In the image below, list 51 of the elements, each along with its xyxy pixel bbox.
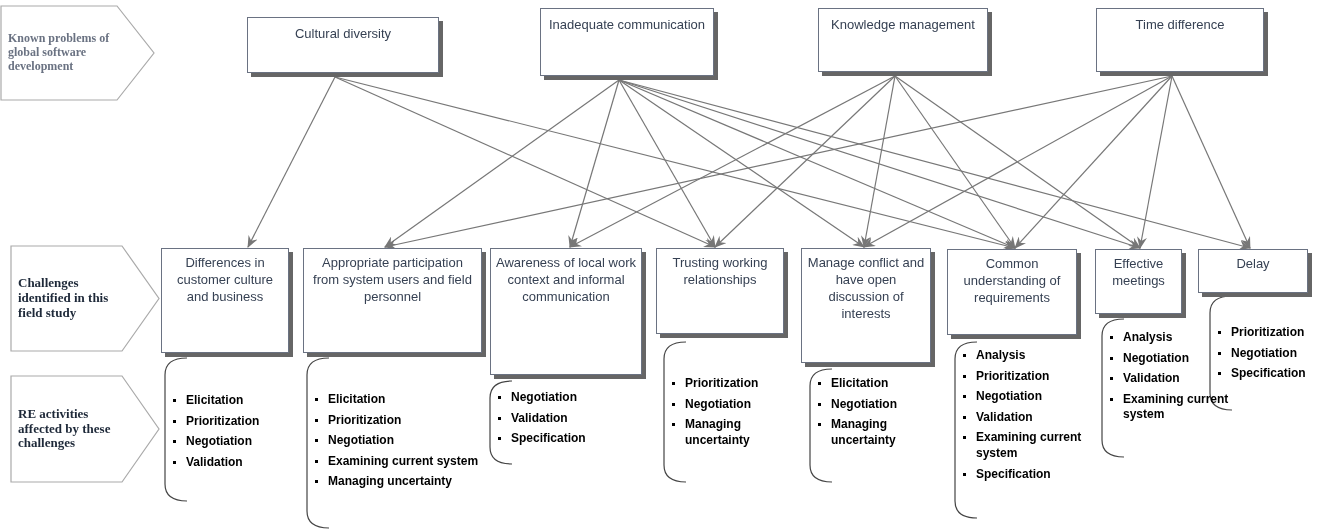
activity-item: Specification	[976, 466, 1051, 483]
activity-item: Prioritization	[685, 376, 759, 392]
arrow	[1014, 75, 1173, 249]
arrow	[894, 75, 1141, 249]
activity-item: Elicitation	[328, 392, 386, 408]
activity-item: Validation	[511, 410, 568, 427]
activity-item: Analysis	[1123, 330, 1173, 346]
activity-item: Negotiation	[1123, 350, 1189, 367]
activity-item: Negotiation	[685, 396, 751, 413]
arrow	[618, 79, 1251, 250]
activity-item: Validation	[1123, 371, 1180, 387]
arrow	[568, 79, 620, 248]
activity-item: Elicitation	[186, 393, 244, 409]
activity-item: Prioritization	[186, 413, 260, 430]
arrow	[1171, 75, 1251, 249]
activity-item: Managing uncertainty	[685, 417, 751, 449]
arrow	[618, 79, 865, 248]
arrow	[861, 75, 896, 248]
activity-item: Managing uncertainty	[328, 474, 452, 490]
activity-item: Examining current system	[976, 430, 1083, 462]
arrow	[334, 76, 716, 248]
activity-item: Negotiation	[831, 396, 897, 413]
row-heading: Challenges identified in this field study	[18, 276, 110, 321]
activity-item: Managing uncertainty	[831, 417, 897, 449]
activity-item: Negotiation	[328, 433, 394, 449]
activity-item: Specification	[511, 431, 586, 447]
activity-item: Negotiation	[1231, 345, 1297, 362]
activity-item: Examining current system	[328, 453, 479, 470]
activity-item: Negotiation	[186, 434, 252, 450]
activity-item: Examining current system	[1123, 391, 1230, 423]
row-heading: RE activities affected by these challenges	[18, 406, 112, 452]
arrow	[1137, 75, 1173, 249]
arrow	[384, 79, 620, 248]
arrow	[714, 75, 896, 248]
activity-item: Negotiation	[511, 390, 577, 406]
arrow	[894, 75, 1016, 249]
activity-item: Prioritization	[1231, 325, 1305, 341]
activity-item: Validation	[976, 409, 1033, 426]
activity-item: Validation	[186, 454, 243, 471]
arrow	[384, 75, 1173, 250]
arrow	[618, 79, 716, 248]
activity-item: Prioritization	[976, 368, 1050, 385]
arrow	[569, 75, 896, 248]
row-heading: Known problems of global software development	[8, 32, 111, 74]
activity-item: Prioritization	[328, 412, 402, 429]
activity-item: Negotiation	[976, 389, 1042, 405]
activity-item: Elicitation	[831, 376, 889, 392]
arrow	[863, 75, 1173, 248]
activity-item: Specification	[1231, 366, 1306, 382]
activity-item: Analysis	[976, 348, 1026, 364]
arrow	[247, 76, 336, 248]
